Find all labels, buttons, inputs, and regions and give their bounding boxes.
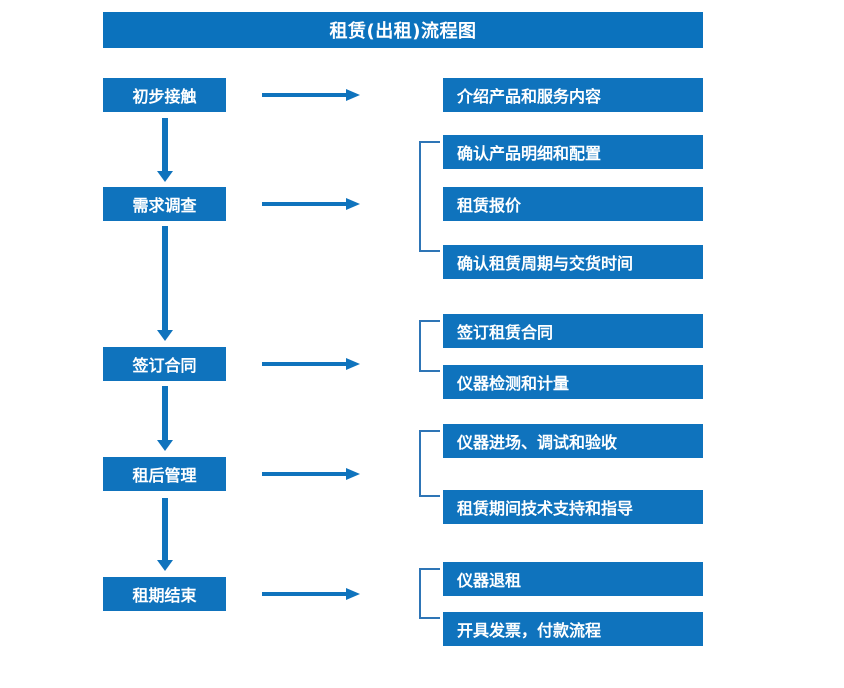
detail-node-3-2[interactable]: 仪器检测和计量 <box>443 365 703 399</box>
horizontal-arrow-1 <box>262 89 360 101</box>
horizontal-arrow-3 <box>262 358 360 370</box>
arrow-shaft <box>162 386 168 440</box>
vertical-arrow-1 <box>157 118 173 182</box>
vertical-arrow-2 <box>157 226 173 341</box>
arrow-head <box>157 330 173 341</box>
arrow-head <box>346 588 360 600</box>
diagram-title: 租赁(出租)流程图 <box>103 12 703 48</box>
arrow-head <box>346 468 360 480</box>
horizontal-arrow-2 <box>262 198 360 210</box>
detail-node-2-1[interactable]: 确认产品明细和配置 <box>443 135 703 169</box>
group-bracket-4 <box>419 430 440 497</box>
detail-node-1-1[interactable]: 介绍产品和服务内容 <box>443 78 703 112</box>
detail-node-3-1[interactable]: 签订租赁合同 <box>443 314 703 348</box>
arrow-shaft <box>162 498 168 560</box>
stage-node-3[interactable]: 签订合同 <box>103 347 226 381</box>
stage-node-5[interactable]: 租期结束 <box>103 577 226 611</box>
arrow-head <box>346 89 360 101</box>
arrow-head <box>157 440 173 451</box>
stage-node-4[interactable]: 租后管理 <box>103 457 226 491</box>
arrow-head <box>346 198 360 210</box>
vertical-arrow-4 <box>157 498 173 571</box>
arrow-head <box>157 560 173 571</box>
stage-node-2[interactable]: 需求调查 <box>103 187 226 221</box>
group-bracket-3 <box>419 320 440 372</box>
arrow-shaft <box>262 472 348 476</box>
arrow-shaft <box>262 592 348 596</box>
arrow-shaft <box>262 362 348 366</box>
arrow-shaft <box>162 118 168 171</box>
group-bracket-5 <box>419 568 440 619</box>
detail-node-4-1[interactable]: 仪器进场、调试和验收 <box>443 424 703 458</box>
arrow-shaft <box>262 93 348 97</box>
stage-node-1[interactable]: 初步接触 <box>103 78 226 112</box>
detail-node-2-2[interactable]: 租赁报价 <box>443 187 703 221</box>
arrow-head <box>346 358 360 370</box>
horizontal-arrow-5 <box>262 588 360 600</box>
detail-node-4-2[interactable]: 租赁期间技术支持和指导 <box>443 490 703 524</box>
arrow-shaft <box>162 226 168 330</box>
arrow-head <box>157 171 173 182</box>
horizontal-arrow-4 <box>262 468 360 480</box>
detail-node-5-1[interactable]: 仪器退租 <box>443 562 703 596</box>
detail-node-5-2[interactable]: 开具发票，付款流程 <box>443 612 703 646</box>
group-bracket-2 <box>419 141 440 252</box>
detail-node-2-3[interactable]: 确认租赁周期与交货时间 <box>443 245 703 279</box>
vertical-arrow-3 <box>157 386 173 451</box>
arrow-shaft <box>262 202 348 206</box>
